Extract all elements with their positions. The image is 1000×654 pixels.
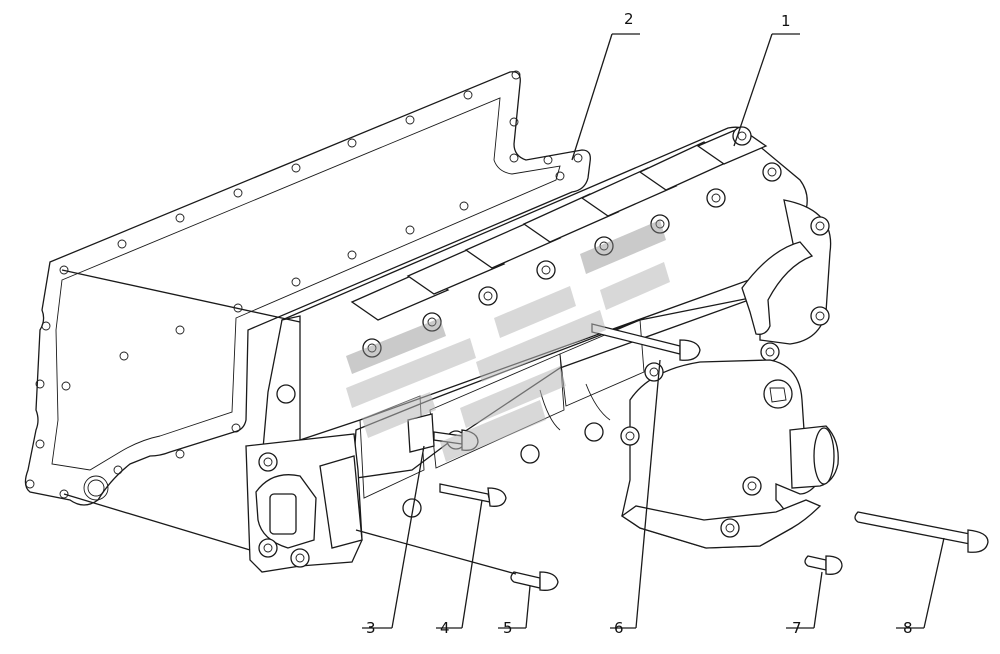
- leader-lines: [61, 33, 945, 629]
- callout-4: 4: [440, 619, 450, 637]
- bolt-4: [439, 483, 507, 507]
- bolt-7: [804, 555, 843, 575]
- left-bracket: [245, 433, 363, 573]
- callout-6: 6: [614, 619, 624, 637]
- callout-3: 3: [366, 619, 376, 637]
- callout-5: 5: [503, 619, 513, 637]
- bolt-5: [510, 571, 559, 591]
- callout-8: 8: [903, 619, 913, 637]
- watermark-logo: [346, 220, 670, 462]
- callout-2: 2: [624, 10, 634, 28]
- callout-7: 7: [792, 619, 802, 637]
- callout-1: 1: [781, 12, 791, 30]
- bolt-8: [854, 511, 989, 553]
- filter-base: [620, 359, 839, 549]
- gasket: [24, 70, 591, 506]
- callouts: 1 2 3 4 5 6 7 8: [366, 10, 913, 637]
